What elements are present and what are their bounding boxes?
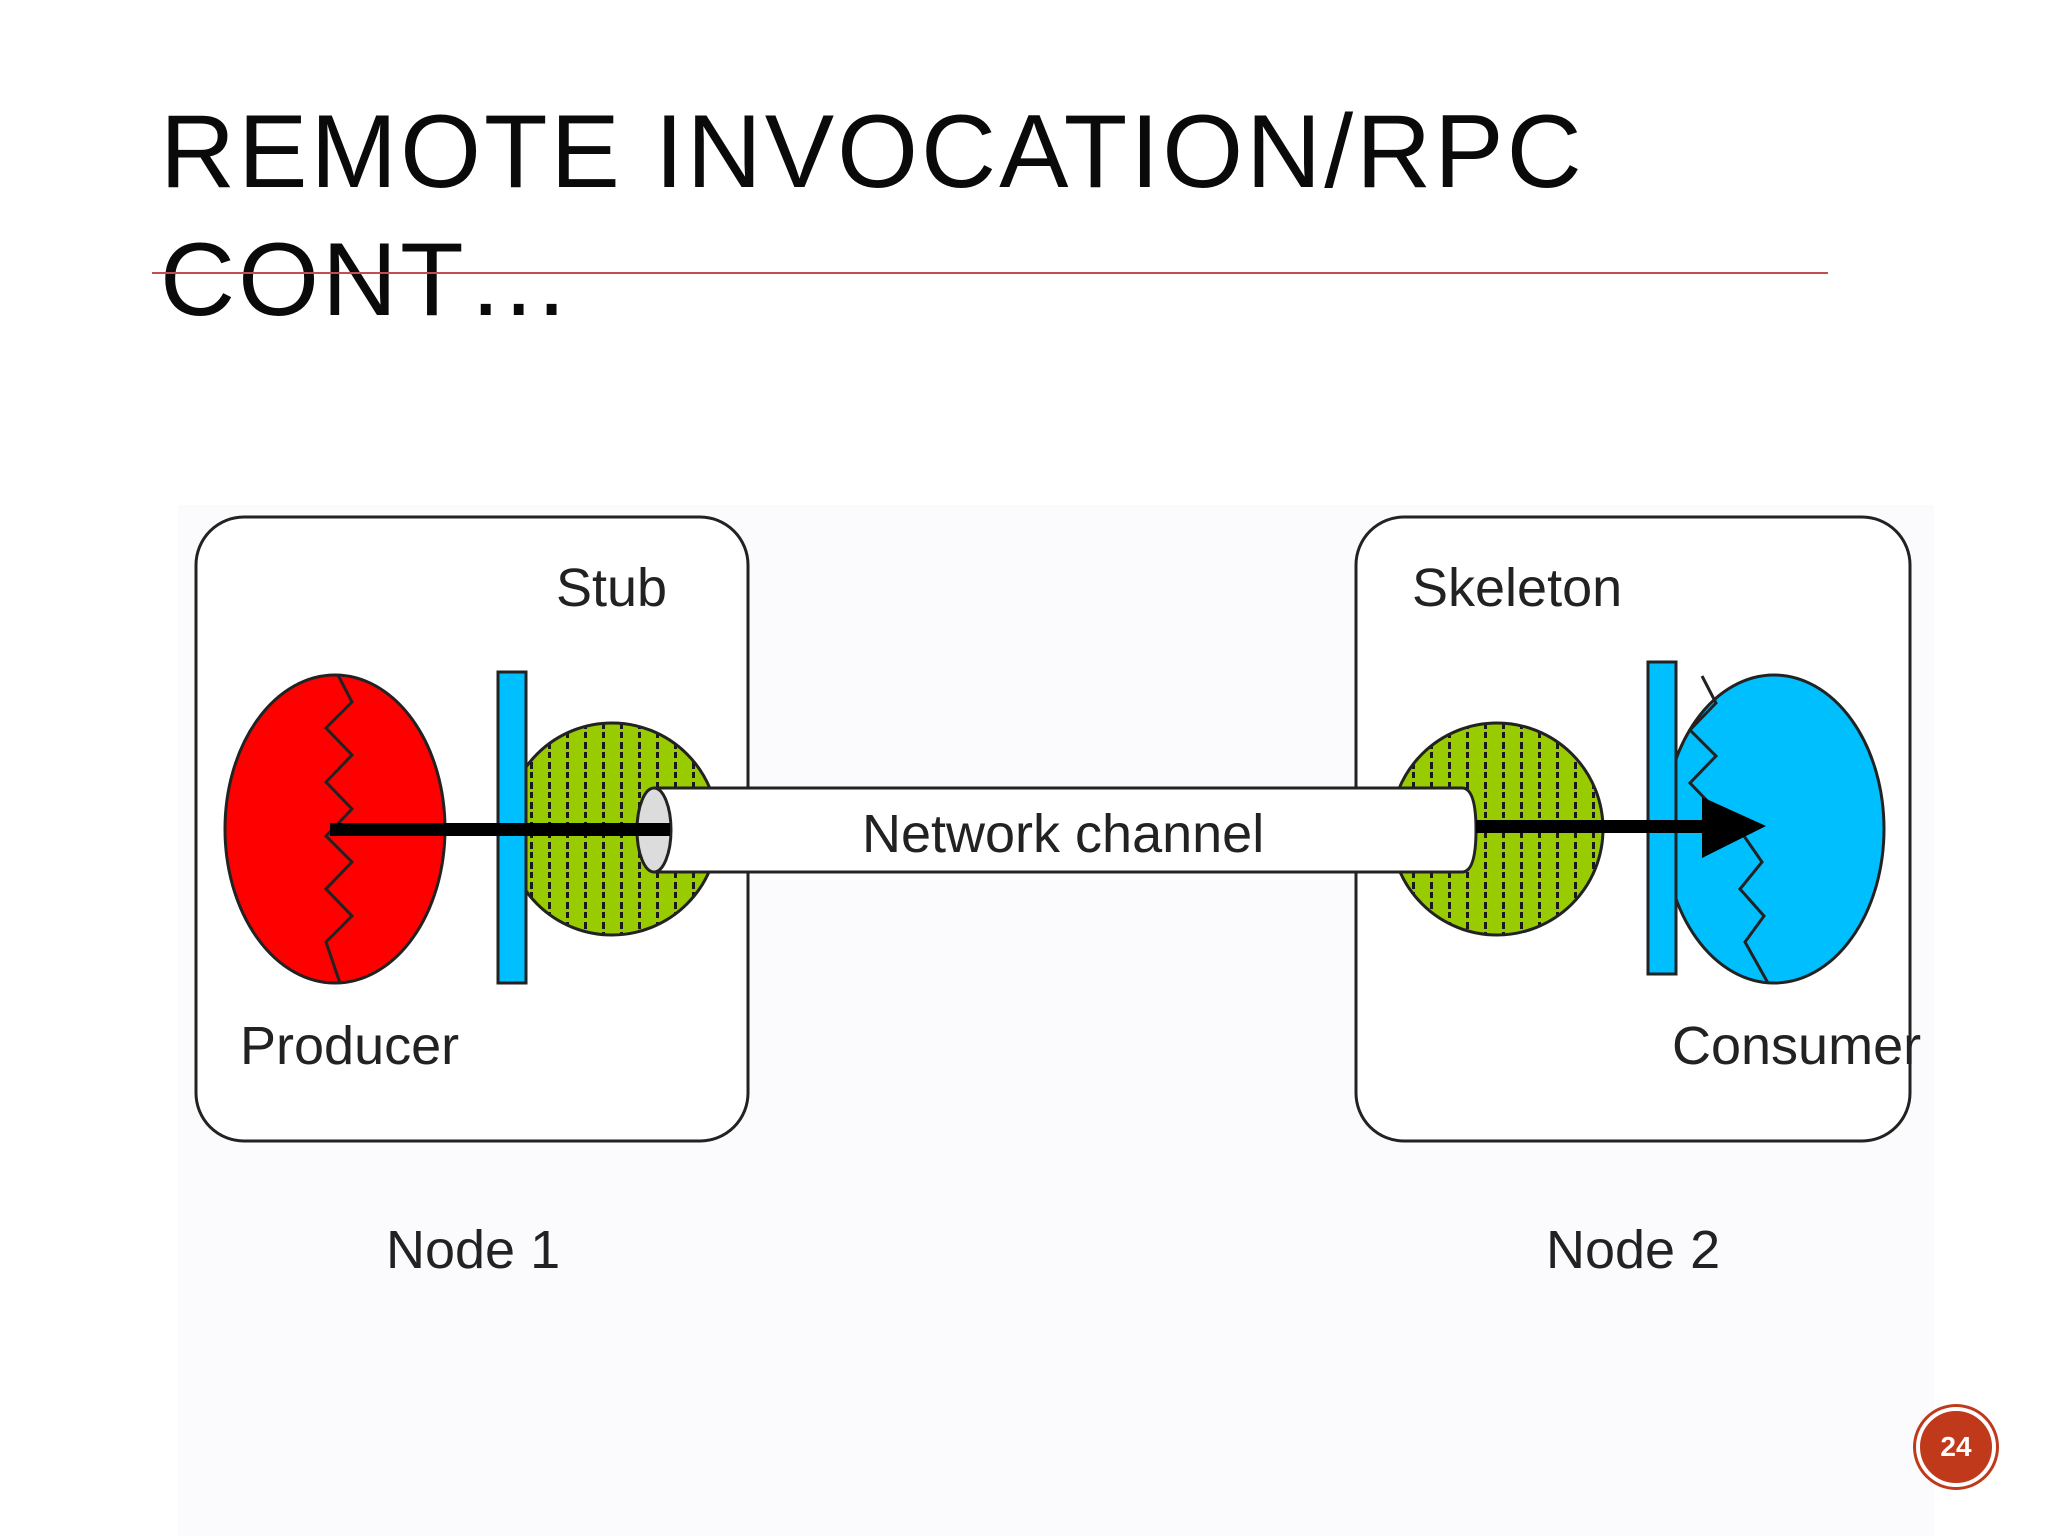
call-arrow-right-shaft	[1476, 820, 1712, 833]
consumer-label: Consumer	[1672, 1016, 1921, 1076]
call-arrow-left	[330, 823, 670, 836]
node-2-label: Node 2	[1546, 1220, 1720, 1280]
producer-label: Producer	[240, 1016, 459, 1076]
node-1-label: Node 1	[386, 1220, 560, 1280]
call-arrow-head	[1702, 797, 1766, 858]
slide-title: REMOTE INVOCATION/RPC CONT…	[160, 88, 1585, 344]
title-line-2: CONT…	[160, 222, 574, 338]
skeleton-connector-bar	[1646, 660, 1678, 976]
page-number-badge: 24	[1916, 1407, 1996, 1487]
network-channel-label: Network channel	[862, 804, 1264, 864]
stub-label: Stub	[556, 558, 667, 618]
title-line-1: REMOTE INVOCATION/RPC	[160, 94, 1585, 210]
title-underline	[152, 272, 1828, 274]
producer-jagged-line	[323, 674, 355, 984]
skeleton-label: Skeleton	[1412, 558, 1622, 618]
